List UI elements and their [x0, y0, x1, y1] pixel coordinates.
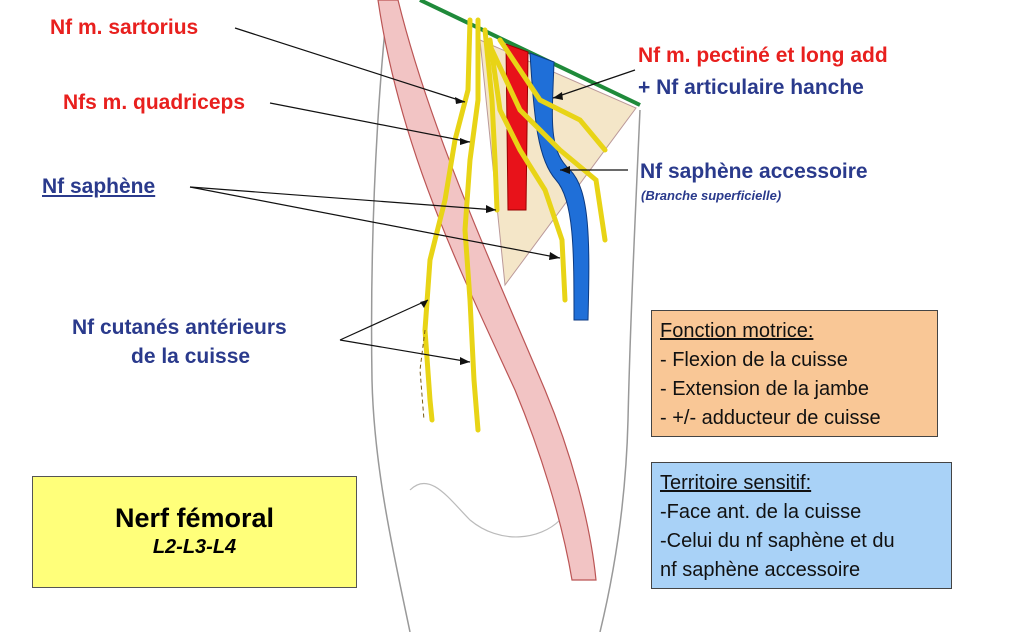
- label-sartorius: Nf m. sartorius: [50, 16, 199, 39]
- fonction-item: - Extension de la jambe: [660, 378, 870, 400]
- label-branche-superficielle: (Branche superficielle): [641, 188, 782, 203]
- sartorius-muscle: [377, 0, 597, 581]
- knee-outline: [409, 482, 561, 538]
- territoire-sensitif-heading: Territoire sensitif:: [660, 472, 812, 494]
- pointer-arrowheads: [420, 92, 570, 365]
- label-saphene: Nf saphène: [42, 175, 156, 198]
- label-saphene-accessoire: Nf saphène accessoire: [640, 160, 868, 183]
- fonction-motrice-box: Fonction motrice: - Flexion de la cuisse…: [651, 310, 938, 437]
- fonction-item: - +/- adducteur de cuisse: [660, 407, 881, 429]
- label-pectine: Nf m. pectiné et long add: [638, 44, 888, 67]
- title-box: Nerf fémoral L2-L3-L4: [32, 476, 357, 588]
- nerve-outlines: [419, 329, 426, 421]
- femoral-artery: [505, 43, 529, 211]
- pointer-lines: [189, 27, 636, 363]
- nerve-name: Nerf fémoral: [114, 503, 275, 533]
- label-quadriceps: Nfs m. quadriceps: [63, 91, 246, 114]
- thigh-outline-right: [599, 109, 641, 632]
- label-cutanes-line1: Nf cutanés antérieurs: [72, 316, 287, 339]
- fonction-item: - Flexion de la cuisse: [660, 349, 848, 371]
- territoire-sensitif-box: Territoire sensitif: -Face ant. de la cu…: [651, 462, 952, 589]
- thigh-outline: [370, 0, 411, 632]
- nerve-roots: L2-L3-L4: [152, 536, 237, 558]
- territoire-item: -Face ant. de la cuisse: [660, 501, 862, 523]
- nerve-branches: [422, 17, 608, 433]
- territoire-item: nf saphène accessoire: [660, 559, 861, 581]
- fonction-motrice-heading: Fonction motrice:: [660, 320, 814, 342]
- territoire-item: -Celui du nf saphène et du: [660, 530, 895, 552]
- label-cutanes-line2: de la cuisse: [131, 345, 251, 368]
- label-articulaire-hanche: + Nf articulaire hanche: [638, 76, 864, 99]
